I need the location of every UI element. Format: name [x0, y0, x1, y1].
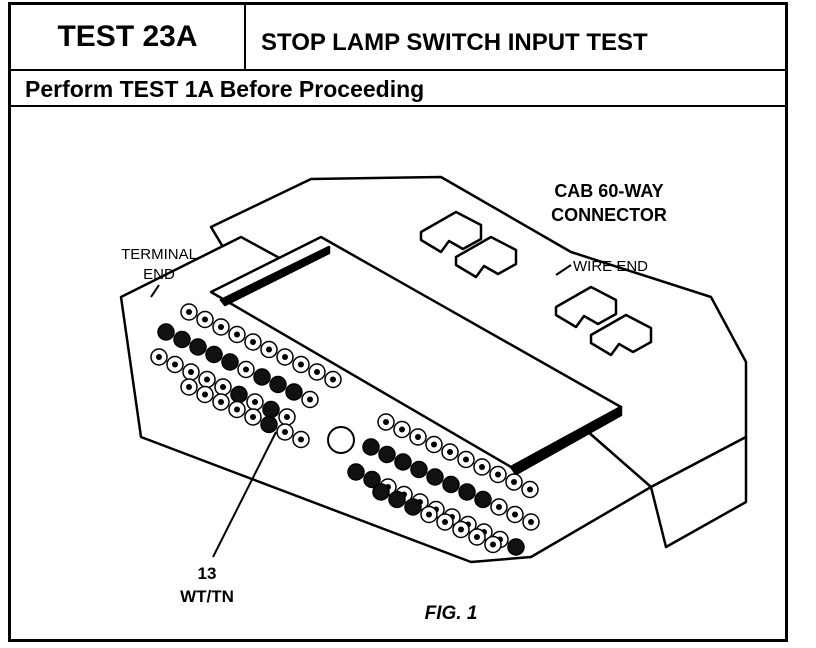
pin-cavity-mark — [431, 441, 437, 448]
pin-cavity-mark — [463, 456, 469, 463]
terminal-end-line1: TERMINAL — [121, 246, 197, 263]
terminal-end-line2: END — [143, 266, 175, 283]
header-row: TEST 23A STOP LAMP SWITCH INPUT TEST — [11, 5, 785, 71]
pin-cavity-wired — [157, 323, 175, 341]
pin-cavity-mark — [298, 361, 304, 368]
test-title: STOP LAMP SWITCH INPUT TEST — [261, 29, 648, 56]
pin-cavity-mark — [218, 324, 224, 330]
locking-tab — [454, 235, 518, 279]
pin-cavity-wired — [189, 338, 207, 356]
pin-cavity-mark — [250, 339, 256, 345]
wire-end-leader — [555, 264, 572, 276]
test-procedure-frame: TEST 23A STOP LAMP SWITCH INPUT TEST Per… — [8, 2, 788, 642]
pin-cavity-mark — [511, 479, 517, 485]
pin-callout-wire: WT/TN — [180, 587, 234, 606]
pin-cavity-wired — [404, 498, 422, 516]
locking-tab — [589, 313, 653, 357]
connector-drawing: CAB 60-WAY CONNECTOR TERMINAL END WIRE E… — [119, 175, 748, 624]
pin-cavity-wired — [262, 400, 280, 419]
pin-cavity-mark — [282, 429, 288, 435]
pin-cavity-mark — [282, 354, 288, 360]
pin-cavity-wired — [388, 490, 406, 509]
pin-cavity-mark — [528, 519, 534, 525]
pin-cavity-mark — [243, 366, 249, 373]
pin-cavity-mark — [474, 534, 480, 540]
pin-cavity-mark — [298, 436, 304, 443]
pin-cavity-mark — [383, 419, 389, 425]
pin-cavity-mark — [447, 449, 453, 455]
pin-cavity-wired — [362, 438, 380, 456]
pin-cavity-mark — [218, 399, 224, 405]
pin-cavity-wired — [253, 368, 271, 386]
pin-cavity-wired — [458, 483, 476, 501]
pin-cavity-mark — [234, 331, 240, 338]
pin-cavity-wired — [230, 385, 248, 404]
connector-right-side — [649, 435, 748, 549]
pin-cavity-mark — [527, 486, 533, 493]
pin-cavity-wired — [173, 330, 191, 349]
pin-cavity-mark — [442, 519, 448, 525]
pin-cavity-mark — [186, 309, 192, 315]
pin-cavity-wired — [410, 460, 428, 479]
pin-cavity-mark — [202, 316, 208, 323]
pin-cavity-mark — [458, 526, 464, 533]
pin-cavity-wired — [372, 483, 390, 501]
pin-cavity-wired — [474, 490, 492, 509]
locking-tab — [554, 285, 618, 329]
connector-figure: CAB 60-WAY CONNECTOR TERMINAL END WIRE E… — [11, 107, 785, 639]
connector-label-line1: CAB 60-WAY — [554, 181, 663, 201]
pin-cavity-wired — [378, 445, 396, 464]
pin-cavity-mark — [307, 396, 313, 403]
pin-cavity-wired — [347, 463, 365, 481]
pin-cavity-mark — [399, 426, 405, 433]
pin-cavity-mark — [490, 541, 496, 548]
test-id: TEST 23A — [11, 5, 246, 69]
pin-cavity-wired — [269, 375, 287, 394]
pin-cavity-mark — [314, 369, 320, 375]
pin-cavity-wired — [260, 415, 278, 434]
pin-cavity-mark — [496, 504, 502, 510]
pin-cavity-mark — [479, 464, 485, 470]
polarizing-hole — [327, 426, 355, 454]
connector-label-line2: CONNECTOR — [551, 205, 667, 225]
pin-cavity-wired — [442, 475, 460, 494]
pin-cavity-mark — [172, 361, 178, 368]
locking-tab — [419, 210, 483, 254]
pin-cavity-mark — [512, 511, 518, 518]
terminal-end-leader — [150, 284, 160, 298]
pin-cavity-mark — [495, 471, 501, 478]
prerequisite-text: Perform TEST 1A Before Proceeding — [25, 76, 425, 102]
pin-cavity-wired — [221, 353, 239, 371]
pin-cavity-mark — [415, 434, 421, 440]
pin-cavity-mark — [252, 399, 258, 405]
pin-cavity-mark — [220, 384, 226, 390]
pin-cavity-wired — [426, 468, 444, 486]
pin-cavity-wired — [285, 383, 303, 401]
pin-cavity-mark — [204, 376, 210, 383]
pin-cavity-mark — [202, 391, 208, 398]
pin-cavity-mark — [234, 406, 240, 413]
pin-cavity-wired — [507, 538, 525, 556]
pin-cavity-wired — [394, 453, 412, 471]
pin-cavity-mark — [426, 511, 432, 518]
wire-end-label: WIRE END — [573, 258, 648, 275]
pin-cavity-mark — [186, 384, 192, 390]
pin-cavity-wired — [205, 345, 223, 364]
pin-cavity-mark — [266, 346, 272, 353]
pin-cavity-wired — [363, 470, 381, 489]
prerequisite-row: Perform TEST 1A Before Proceeding — [11, 71, 785, 107]
pin-cavity-mark — [330, 376, 336, 383]
pin-cavity-mark — [284, 414, 290, 420]
pin-cavity-mark — [156, 354, 162, 360]
pin-cavity-mark — [188, 369, 194, 375]
pin-cavity-mark — [250, 414, 256, 420]
pin-callout-number: 13 — [198, 564, 217, 583]
pin-13-leader — [212, 431, 277, 558]
figure-caption: FIG. 1 — [425, 603, 478, 624]
